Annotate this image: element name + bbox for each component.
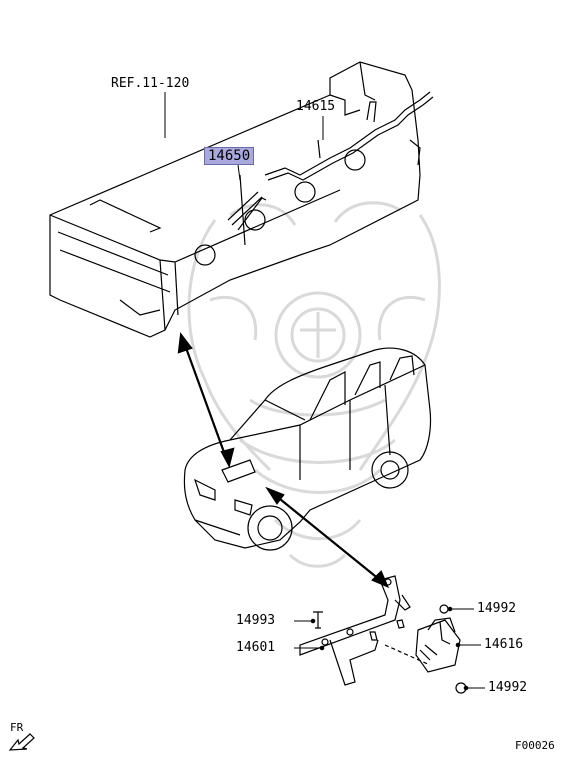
fr-label: FR (10, 721, 24, 734)
top-leader-lines (164, 92, 324, 181)
bracket-assembly (299, 575, 467, 694)
part-label-14992-bottom: 14992 (488, 680, 528, 695)
part-label-14992-top: 14992 (477, 601, 517, 616)
diagram-code: F00026 (515, 739, 555, 752)
vehicle-suv (183, 347, 432, 551)
bottom-leader-lines (294, 606, 485, 691)
samurai-helmet-watermark (187, 201, 441, 568)
reference-label: REF.11-120 (111, 76, 190, 91)
part-label-14616: 14616 (484, 637, 524, 652)
part-label-14650: 14650 (204, 147, 255, 165)
callout-arrows (177, 332, 390, 589)
part-label-14601: 14601 (236, 640, 276, 655)
fr-arrow-icon (8, 733, 35, 751)
engine-manifold-outline (49, 61, 434, 338)
part-label-14615: 14615 (296, 99, 336, 114)
part-label-14993: 14993 (236, 613, 276, 628)
